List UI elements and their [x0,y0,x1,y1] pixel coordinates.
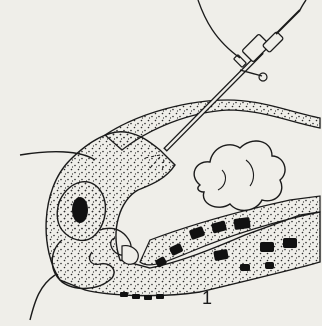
pelvic-floor [30,275,55,320]
light-cable [198,0,240,58]
uterine-cavity [72,197,88,223]
intestines [194,141,285,210]
laparoscope [165,0,306,150]
ovary [122,246,138,265]
figure-number: 1 [202,288,212,309]
